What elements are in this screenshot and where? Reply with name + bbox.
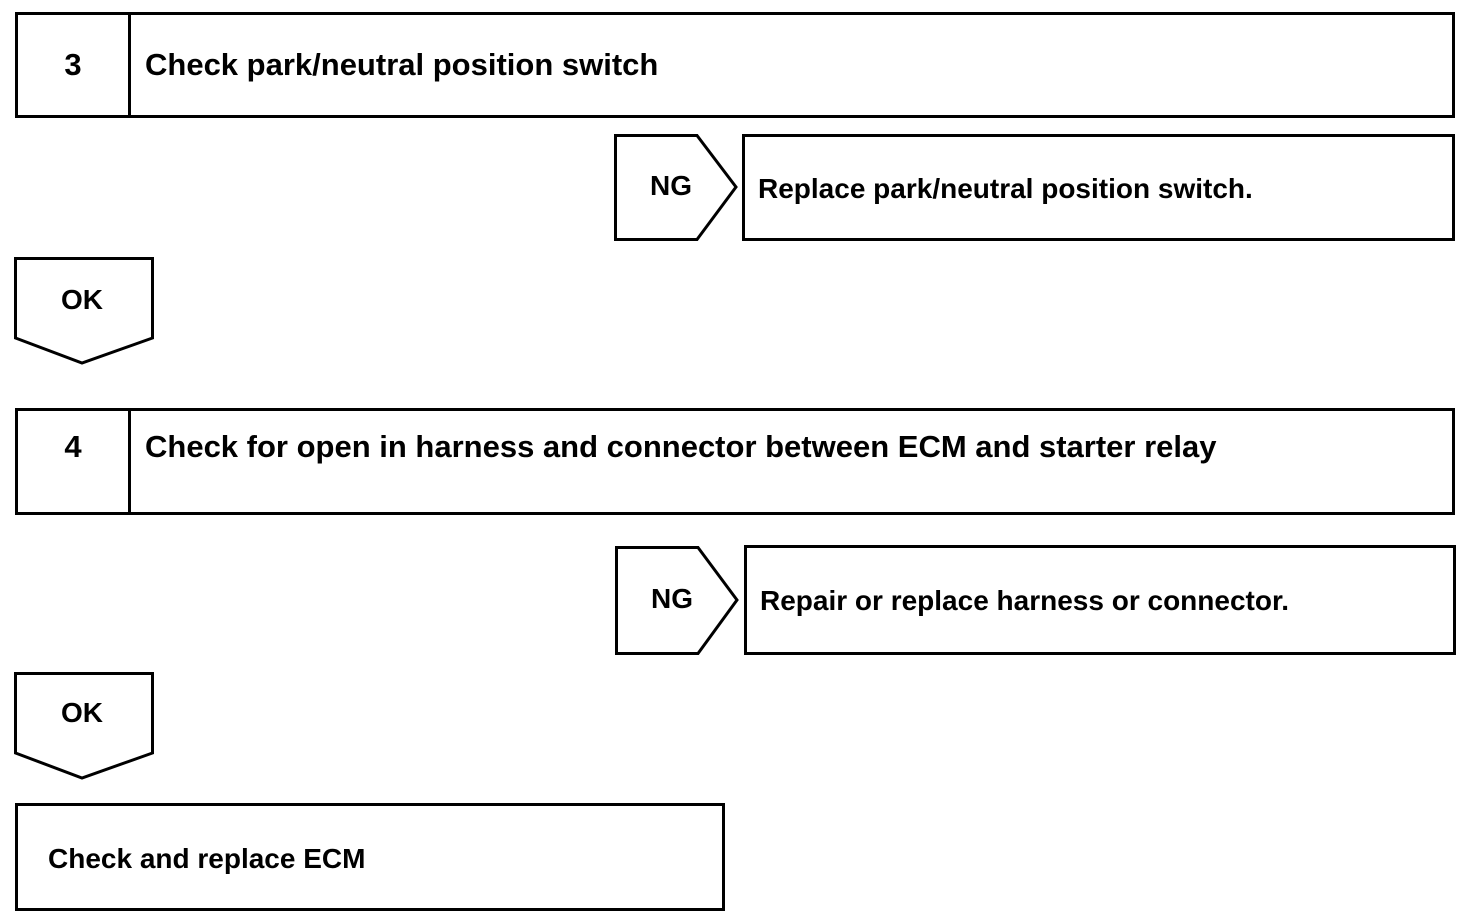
final-step-text: Check and replace ECM: [48, 843, 366, 874]
ok-arrow-1: [14, 257, 154, 365]
ok-label-1: OK: [61, 284, 103, 315]
ng-label-2: NG: [651, 583, 693, 614]
ng-result-1-text: Replace park/neutral position switch.: [758, 173, 1253, 204]
step-4-number: 4: [18, 411, 131, 512]
step-4-text: Check for open in harness and connector …: [145, 429, 1217, 464]
ng-label-1: NG: [650, 170, 692, 201]
step-4-box: 4 Check for open in harness and connecto…: [15, 408, 1455, 515]
ng-arrow-2: [615, 546, 739, 655]
ok-arrow-2: [14, 672, 154, 780]
ng-result-2-box: Repair or replace harness or connector.: [744, 545, 1456, 655]
step-3-number: 3: [18, 15, 131, 115]
final-step-box: Check and replace ECM: [15, 803, 725, 911]
ng-arrow-1: [614, 134, 738, 241]
step-3-text: Check park/neutral position switch: [145, 47, 659, 82]
step-3-box: 3 Check park/neutral position switch: [15, 12, 1455, 118]
ng-result-2-text: Repair or replace harness or connector.: [760, 585, 1290, 616]
ng-result-1-box: Replace park/neutral position switch.: [742, 134, 1455, 241]
ok-label-2: OK: [61, 697, 103, 728]
